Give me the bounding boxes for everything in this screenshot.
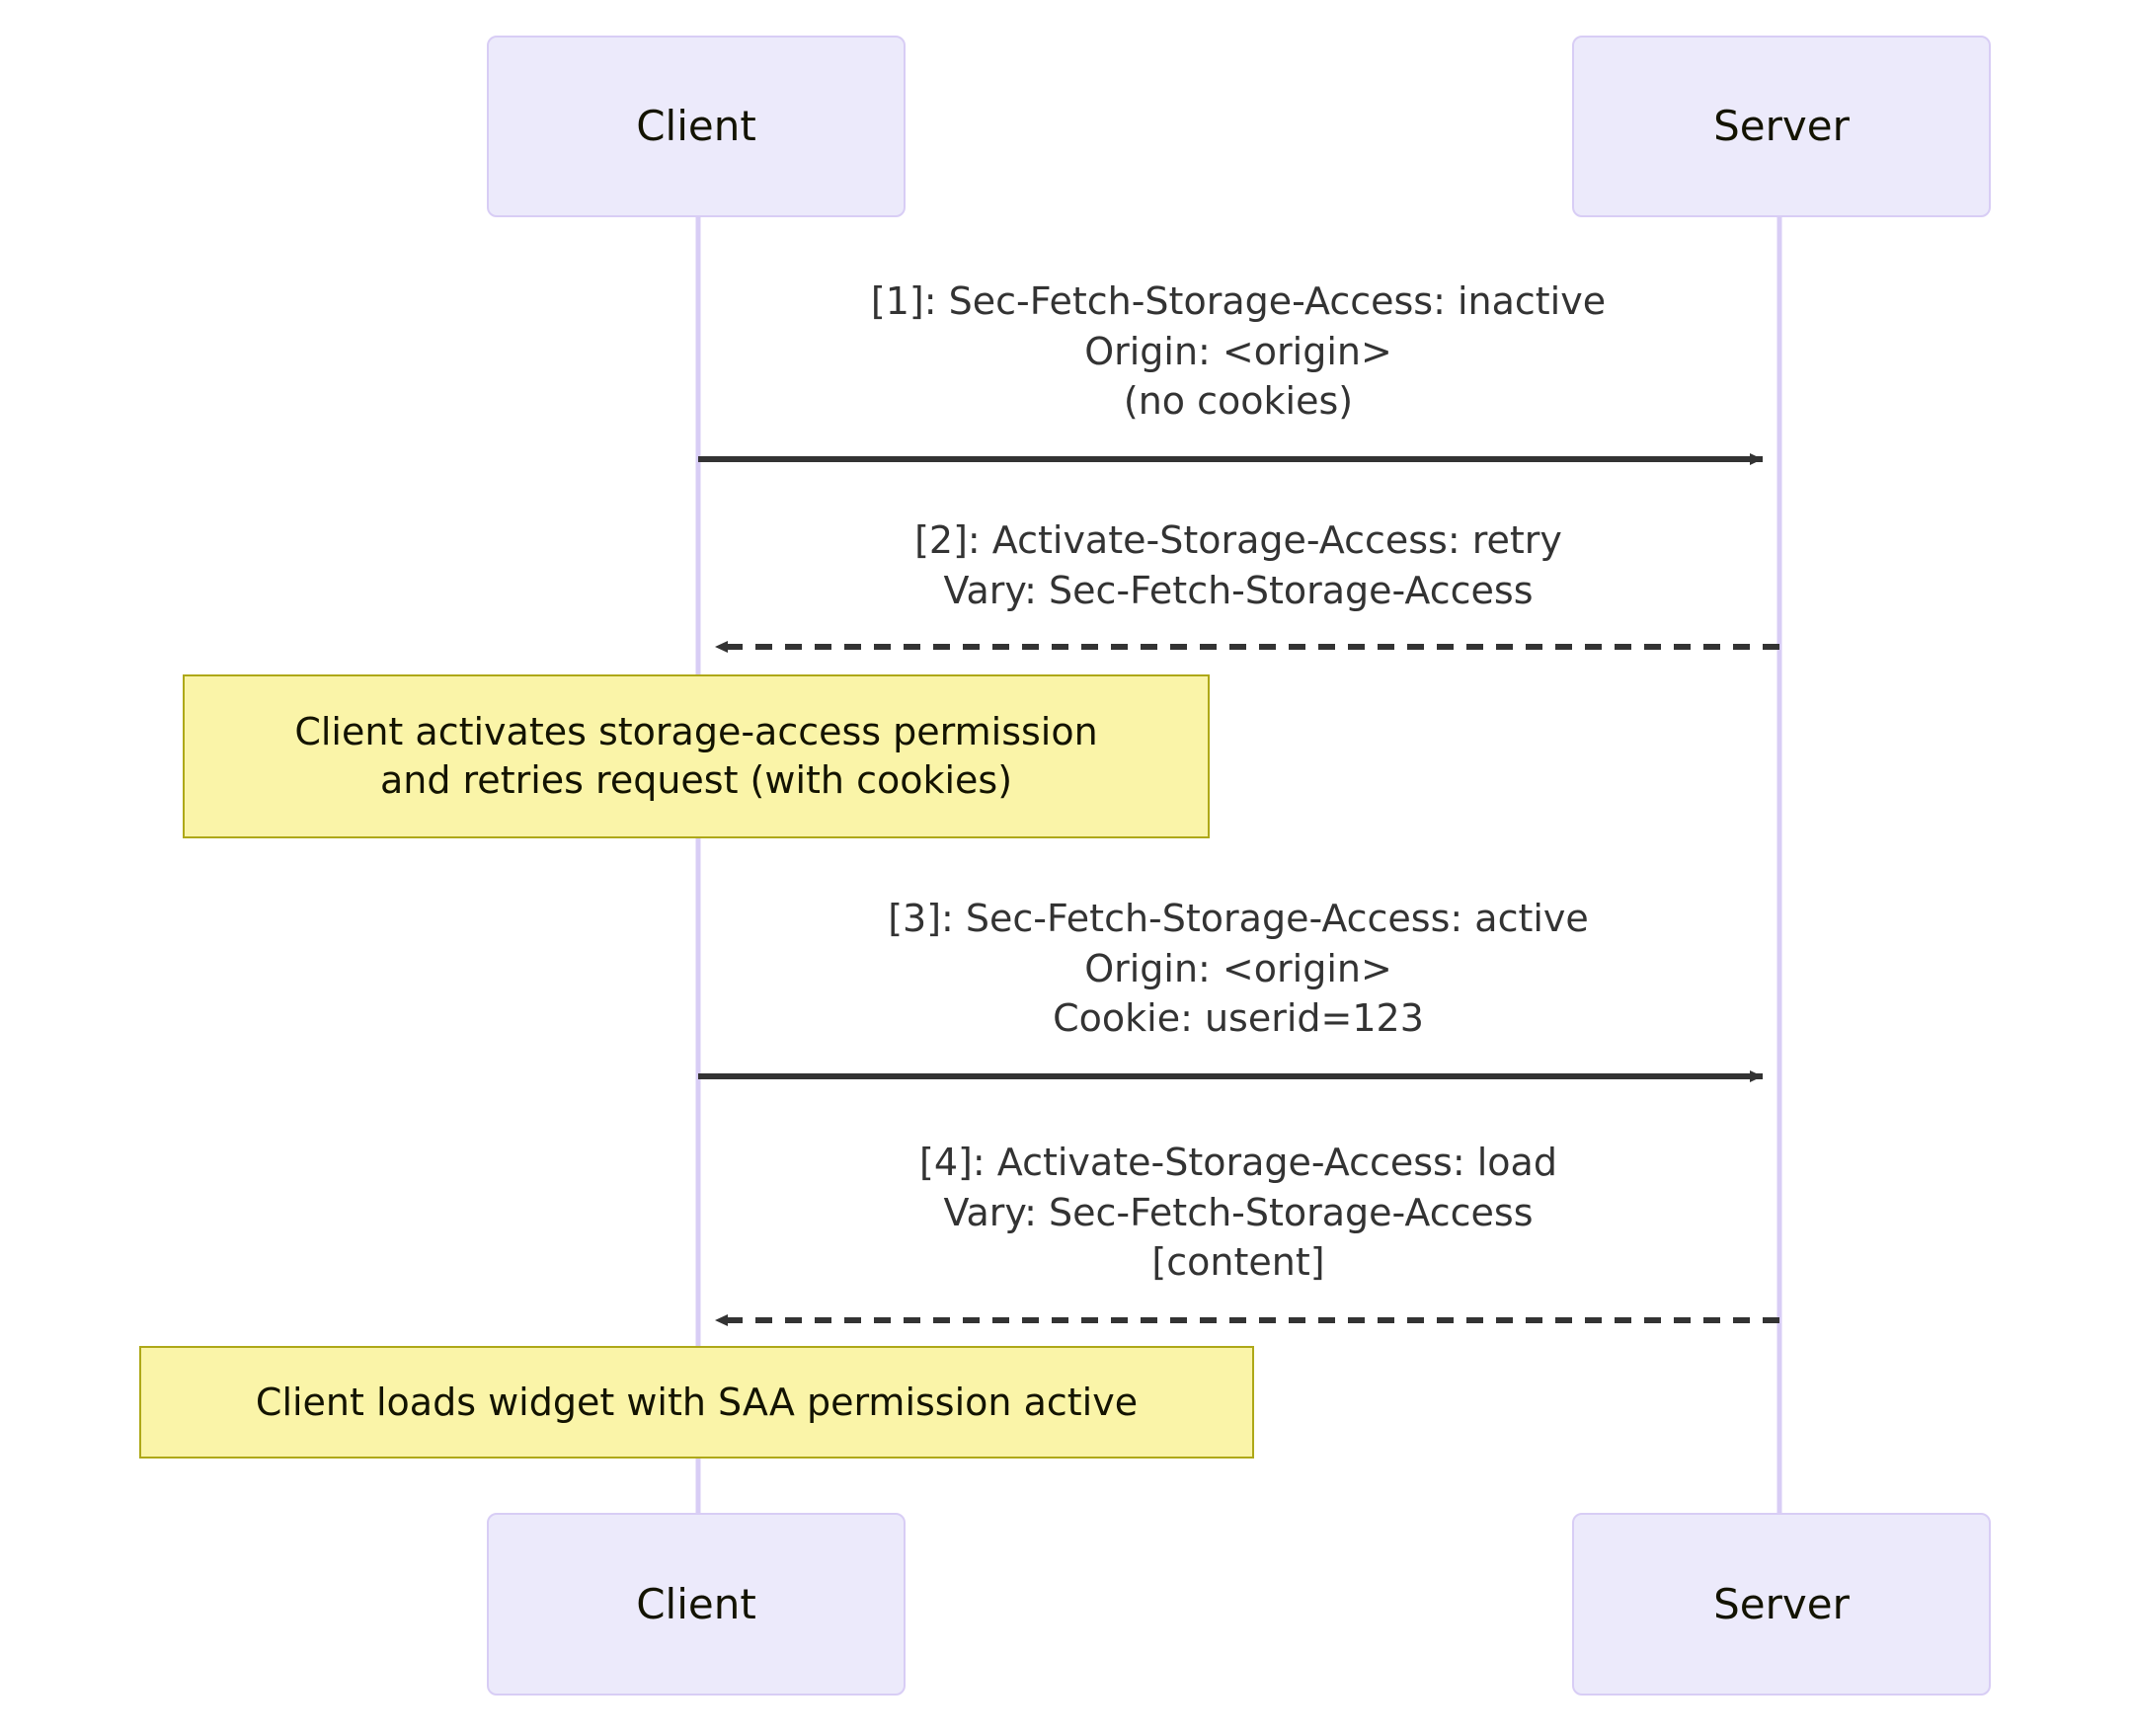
message-label-4-line-3: [content] bbox=[1151, 1240, 1325, 1285]
note-2: Client loads widget with SAA permission … bbox=[139, 1346, 1254, 1459]
note-1-line-2: and retries request (with cookies) bbox=[379, 758, 1013, 802]
note-1-line-1: Client activates storage-access permissi… bbox=[294, 710, 1098, 754]
message-label-3-line-1: [3]: Sec-Fetch-Storage-Access: active bbox=[888, 897, 1589, 940]
message-label-1-line-3: (no cookies) bbox=[1123, 379, 1354, 424]
message-label-4: [4]: Activate-Storage-Access: load Vary:… bbox=[745, 1138, 1732, 1288]
message-label-3-line-2: Origin: <origin> bbox=[1084, 946, 1392, 990]
message-label-4-line-2: Vary: Sec-Fetch-Storage-Access bbox=[943, 1190, 1534, 1234]
note-2-line-1: Client loads widget with SAA permission … bbox=[255, 1380, 1139, 1424]
message-label-2-line-1: [2]: Activate-Storage-Access: retry bbox=[914, 518, 1562, 562]
actor-label-client-bottom: Client bbox=[636, 1579, 756, 1628]
actor-box-server-bottom[interactable]: Server bbox=[1572, 1513, 1991, 1696]
actor-label-client-top: Client bbox=[636, 102, 756, 150]
note-1: Client activates storage-access permissi… bbox=[183, 674, 1210, 838]
message-label-1: [1]: Sec-Fetch-Storage-Access: inactive … bbox=[745, 276, 1732, 427]
actor-box-client-top[interactable]: Client bbox=[487, 36, 906, 217]
message-label-3: [3]: Sec-Fetch-Storage-Access: active Or… bbox=[745, 894, 1732, 1044]
actor-label-server-bottom: Server bbox=[1713, 1579, 1850, 1628]
message-label-3-line-3: Cookie: userid=123 bbox=[1053, 996, 1424, 1041]
message-label-2-line-2: Vary: Sec-Fetch-Storage-Access bbox=[943, 568, 1534, 612]
message-label-4-line-1: [4]: Activate-Storage-Access: load bbox=[919, 1141, 1557, 1184]
actor-label-server-top: Server bbox=[1713, 102, 1850, 150]
message-label-2: [2]: Activate-Storage-Access: retry Vary… bbox=[745, 515, 1732, 615]
actor-box-client-bottom[interactable]: Client bbox=[487, 1513, 906, 1696]
actor-box-server-top[interactable]: Server bbox=[1572, 36, 1991, 217]
message-label-1-line-2: Origin: <origin> bbox=[1084, 329, 1392, 373]
message-label-1-line-1: [1]: Sec-Fetch-Storage-Access: inactive bbox=[870, 279, 1607, 323]
